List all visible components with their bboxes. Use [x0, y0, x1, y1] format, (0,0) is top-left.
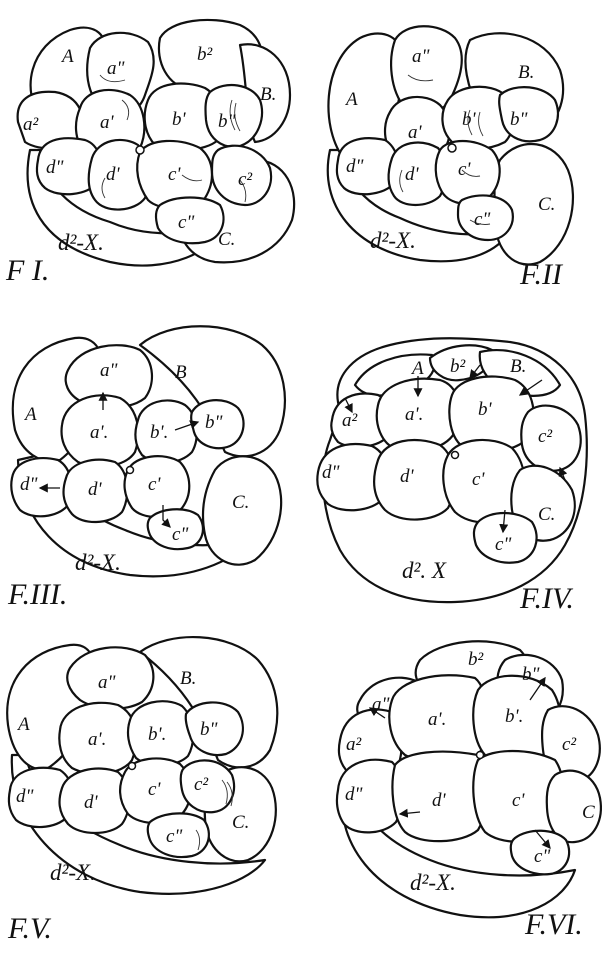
polar-body — [477, 752, 484, 759]
polar-body — [127, 467, 134, 474]
label-B: B. — [518, 62, 534, 83]
label-C: C. — [232, 812, 249, 833]
figure-3: A a" B a'. b'. b" d" d' c' C. c" d²-X. F… — [7, 326, 285, 611]
label-c1: c' — [472, 469, 485, 490]
label-b1: b'. — [150, 422, 168, 443]
label-a2p: a" — [98, 672, 117, 693]
label-A: A — [23, 404, 37, 425]
label-c1: c' — [458, 159, 471, 180]
cell-b2p — [499, 87, 558, 141]
label-b1: b'. — [148, 724, 166, 745]
label-a2p: a" — [107, 58, 126, 79]
label-A: A — [410, 358, 424, 379]
label-d1: d' — [432, 790, 447, 811]
label-c2p: c" — [178, 212, 195, 233]
label-c2: c² — [238, 169, 252, 190]
label-d1: d' — [106, 164, 121, 185]
polar-body — [136, 146, 144, 154]
label-d2p: d" — [46, 157, 65, 178]
label-A: A — [16, 714, 30, 735]
label-a1: a'. — [428, 709, 446, 730]
label-c1: c' — [148, 779, 161, 800]
label-c2p: c" — [474, 209, 491, 230]
label-b1: b' — [172, 109, 187, 130]
label-b1: b' — [478, 399, 493, 420]
label-c1: c' — [512, 790, 525, 811]
polar-body — [448, 144, 456, 152]
label-a1: a'. — [88, 729, 106, 750]
figure-1: A a² a" a' b² b' b" B. d" d' c' c² c" C.… — [5, 20, 294, 287]
caption-fig-6: F.VI. — [524, 908, 583, 941]
caption-fig-4: F.IV. — [519, 582, 574, 615]
label-C: C. — [538, 504, 555, 525]
label-X: d²-X. — [58, 230, 104, 255]
label-b1: b' — [462, 109, 477, 130]
label-A: A — [60, 46, 74, 67]
label-C: C — [582, 802, 595, 823]
label-b2p: b" — [522, 664, 541, 685]
label-c1: c' — [168, 164, 181, 185]
label-b1: b'. — [505, 706, 523, 727]
label-b2: b² — [468, 649, 484, 670]
label-d1: d' — [88, 479, 103, 500]
caption-fig-2: F.II — [519, 258, 564, 291]
label-C: C. — [538, 194, 555, 215]
label-X: d²-X. — [75, 550, 121, 575]
label-b2p: b" — [200, 719, 219, 740]
caption-fig-3: F.III. — [7, 578, 67, 611]
label-d2p: d" — [346, 156, 365, 177]
label-b2p: b" — [205, 412, 224, 433]
label-c2p: c" — [172, 524, 189, 545]
label-a2p: a" — [372, 694, 391, 715]
label-a2: a² — [346, 734, 362, 755]
label-c2: c² — [562, 734, 576, 755]
label-a2: a² — [342, 410, 358, 431]
caption-fig-5: F.V. — [7, 912, 52, 945]
label-b2: b² — [197, 44, 213, 65]
figure-6: b² a" b" a² a'. b'. c² d" d' c' C c" d²-… — [337, 641, 601, 941]
label-a2p: a" — [100, 360, 119, 381]
label-b2p: b" — [218, 111, 237, 132]
label-a1: a' — [100, 112, 115, 133]
label-d2p: d" — [345, 784, 364, 805]
label-B: B — [175, 362, 187, 383]
label-c2p: c" — [534, 846, 551, 867]
label-c1: c' — [148, 474, 161, 495]
label-a2p: a" — [412, 46, 431, 67]
label-X: d²-X. — [410, 870, 456, 895]
label-d2p: d" — [322, 462, 341, 483]
label-X: d²-X. — [370, 228, 416, 253]
label-B: B. — [180, 668, 196, 689]
label-B: B. — [510, 356, 526, 377]
label-c2p: c" — [495, 534, 512, 555]
label-X: d². X — [402, 558, 447, 583]
label-b2p: b" — [510, 109, 529, 130]
label-d2p: d" — [20, 474, 39, 495]
label-a1: a'. — [90, 422, 108, 443]
label-a2: a² — [23, 114, 39, 135]
figure-2: A a" B. a' b' b" d" d' c' C. c" d²-X. F.… — [328, 26, 573, 291]
label-c2p: c" — [166, 826, 183, 847]
label-c2: c² — [194, 774, 208, 795]
label-d1: d' — [400, 466, 415, 487]
caption-fig-1: F I. — [5, 254, 49, 287]
label-A: A — [344, 89, 358, 110]
label-d1: d' — [84, 792, 99, 813]
label-C: C. — [232, 492, 249, 513]
figure-4: A b² B. a² a'. b' c² d" d' c' C. c" d². … — [317, 338, 587, 615]
label-B: B. — [260, 84, 276, 105]
polar-body — [452, 452, 459, 459]
label-a1: a'. — [405, 404, 423, 425]
label-C: C. — [218, 229, 235, 250]
label-a1: a' — [408, 122, 423, 143]
label-b2: b² — [450, 356, 466, 377]
figure-5: A a" B. a'. b'. b" d" d' c' c² C. c" d²-… — [7, 637, 277, 945]
polar-body — [129, 763, 136, 770]
label-c2: c² — [538, 426, 552, 447]
label-d1: d' — [405, 164, 420, 185]
label-d2p: d" — [16, 786, 35, 807]
label-X: d²-X. — [50, 860, 96, 885]
